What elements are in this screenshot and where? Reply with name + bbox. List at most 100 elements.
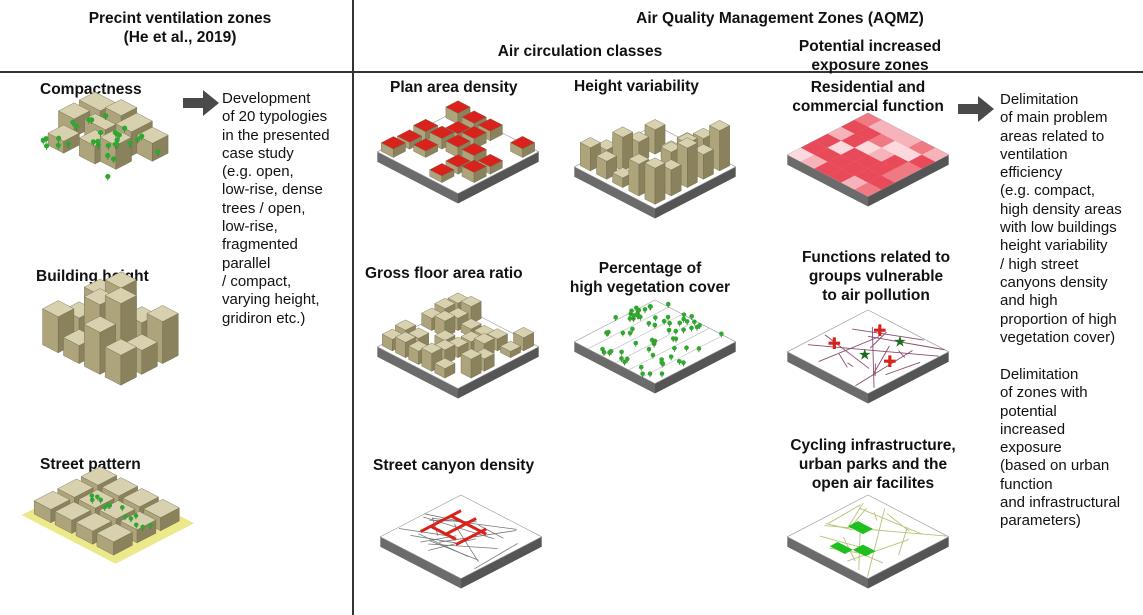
cycling-path-line [824, 525, 947, 537]
building-roof [33, 490, 71, 510]
building-roof [143, 498, 180, 518]
tree-icon [647, 304, 653, 309]
tile-side [458, 151, 539, 204]
vegetation-cover-label: Percentage of high vegetation cover [555, 259, 745, 297]
heatmap-cell [868, 120, 895, 134]
street-line [587, 306, 669, 350]
heatmap-cell [841, 147, 868, 162]
heatmap-cell [868, 175, 895, 190]
tree-icon [660, 361, 666, 367]
tree-icon [74, 123, 80, 129]
vegetation-cover-illustration [573, 299, 737, 394]
tree-icon [56, 135, 62, 141]
tree-icon [665, 301, 671, 307]
tree-icon [681, 327, 686, 333]
heatmap-cell [827, 140, 855, 155]
tree-icon [668, 354, 674, 359]
heatmap-cell [894, 147, 922, 162]
cycling-parks-map-illustration [786, 494, 950, 589]
building-roof [101, 477, 139, 497]
heatmap-cell [868, 147, 895, 162]
building-face [644, 162, 656, 205]
building-roof [644, 119, 666, 131]
tree-icon [719, 331, 724, 337]
tree-icon [95, 494, 100, 500]
building-roof [125, 333, 158, 351]
gross-floor-area-ratio-label: Gross floor area ratio [365, 265, 523, 282]
building-roof [421, 342, 443, 354]
tree-icon [133, 513, 139, 518]
cycling-path-line [848, 502, 864, 526]
residential-heatmap-illustration [786, 112, 950, 207]
tree-icon [620, 330, 626, 336]
tree-icon [684, 319, 690, 324]
plan-area-density-label: Plan area density [390, 79, 518, 96]
street-line [869, 331, 887, 349]
heatmap-cell [827, 168, 855, 183]
building-face [84, 323, 101, 375]
building-roof [408, 327, 430, 339]
vulnerable-groups-map-illustration: ✚✚✚★★ [786, 309, 950, 404]
residential-line1: Residential and [810, 79, 926, 96]
tree-icon [55, 142, 61, 148]
building-roof [83, 315, 117, 333]
building-face [628, 158, 640, 197]
tree-icon [650, 352, 656, 358]
street-line [818, 336, 880, 362]
tree-icon [684, 345, 689, 351]
tile-side [377, 346, 458, 399]
tree-icon [135, 136, 141, 142]
building-roof [445, 154, 471, 168]
tile-side [574, 341, 655, 394]
school-star-icon: ★ [858, 345, 871, 363]
heatmap-cell [881, 126, 909, 141]
tree-icon [600, 346, 605, 352]
building-roof [394, 331, 417, 343]
building-roof [429, 163, 455, 177]
cycling-line3: open air facilites [811, 475, 935, 492]
street-line [824, 334, 870, 369]
tree-icon [677, 358, 682, 364]
heatmap-cell [827, 154, 855, 169]
tree-icon [653, 315, 658, 320]
building-face [687, 142, 698, 188]
tree-icon [640, 371, 645, 376]
tree-icon [102, 504, 108, 510]
tree-icon [122, 514, 128, 519]
tree-icon [649, 337, 655, 343]
street-line [838, 353, 848, 368]
hospital-cross-icon: ✚ [873, 321, 886, 340]
street-line [428, 543, 498, 549]
left-header-citation: (He et al., 2019) [123, 29, 237, 46]
cycling-line2: urban parks and the [798, 456, 948, 473]
building-roof [477, 153, 503, 168]
height-variability-label: Height variability [574, 78, 699, 95]
tree-icon [65, 141, 71, 147]
building-roof [42, 300, 75, 318]
tree-icon [697, 323, 702, 328]
cycling-path-line [847, 539, 910, 562]
air-circulation-subheader: Air circulation classes [497, 43, 663, 60]
height-variability-illustration [573, 119, 737, 219]
tree-icon [44, 143, 50, 149]
building-roof [447, 292, 469, 304]
tree-icon [630, 326, 635, 332]
heatmap-cell [841, 120, 868, 134]
heatmap-cell [894, 133, 922, 148]
tree-icon [696, 346, 702, 351]
tree-icon [672, 345, 677, 351]
cycling-parks-label: Cycling infrastructure, urban parks and … [768, 436, 978, 493]
tree-icon [119, 505, 125, 510]
heatmap-cell [868, 133, 895, 148]
heatmap-cell [814, 133, 842, 148]
cycling-path-line [858, 507, 922, 535]
street-line [431, 517, 439, 536]
vegetation-label-line1: Percentage of [598, 260, 702, 277]
tree-icon [107, 503, 113, 508]
cycling-line1: Cycling infrastructure, [790, 437, 956, 454]
street-canyon-density-label: Street canyon density [373, 457, 535, 474]
building-roof [380, 136, 406, 150]
tree-icon [606, 329, 611, 335]
residential-line2: commercial function [792, 98, 944, 115]
street-line [852, 328, 924, 341]
